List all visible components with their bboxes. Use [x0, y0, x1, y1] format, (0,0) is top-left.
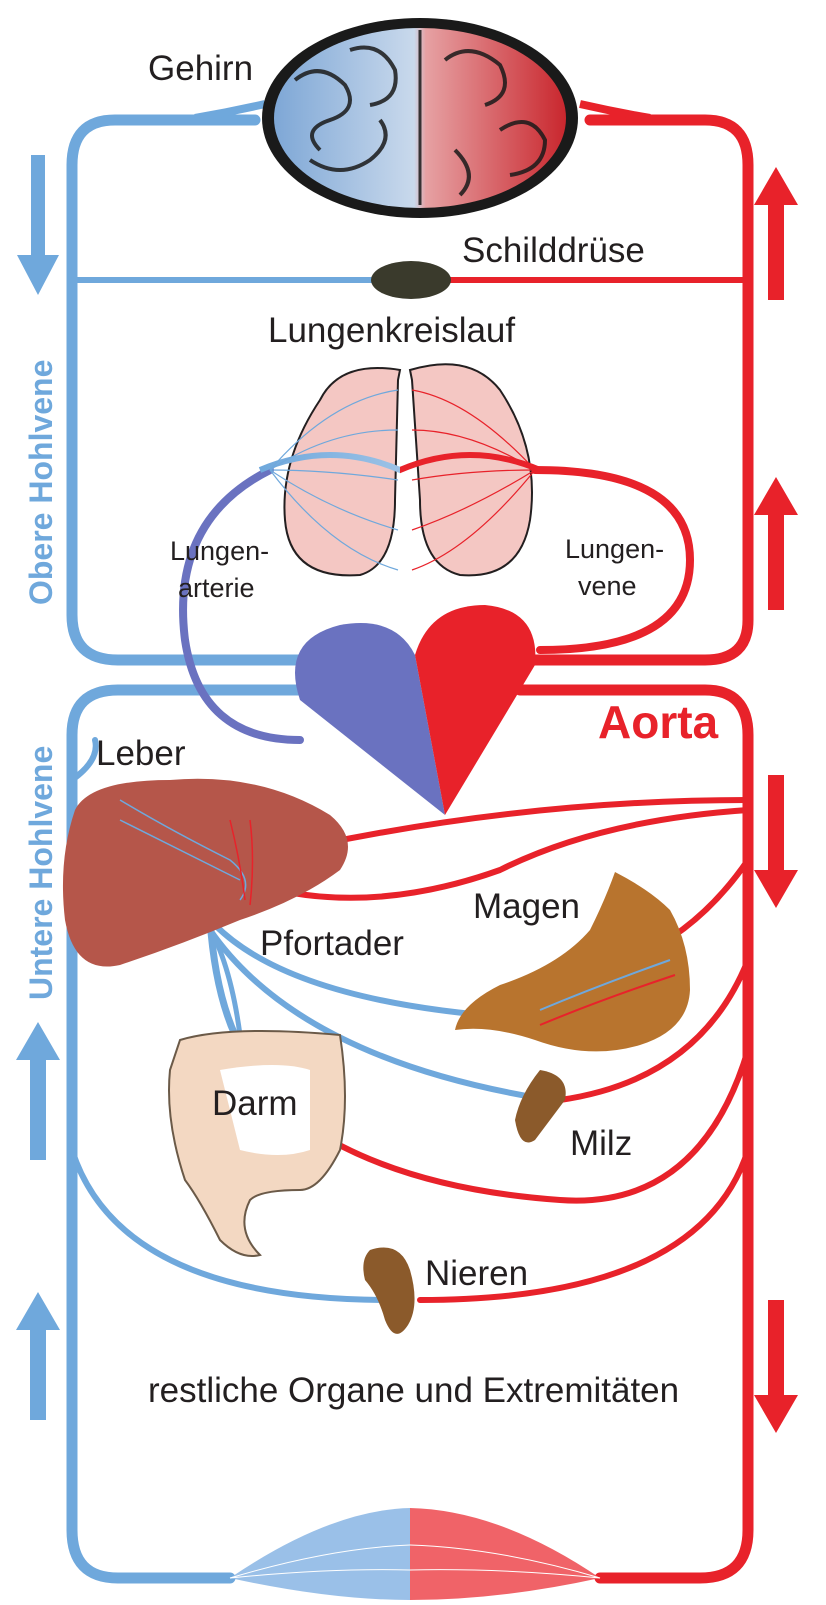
heart-icon — [295, 605, 535, 815]
label-thyroid: Schilddrüse — [462, 231, 645, 270]
label-remaining-organs: restliche Organe und Extremitäten — [148, 1371, 679, 1410]
label-superior-vena-cava: Obere Hohlvene — [23, 360, 59, 605]
up-arrow-icon — [16, 1292, 60, 1420]
up-arrow-icon — [16, 1022, 60, 1160]
peripheral-capillary-bed — [230, 1508, 600, 1600]
label-brain: Gehirn — [148, 49, 253, 88]
label-pulmonary-circuit: Lungenkreislauf — [268, 311, 515, 350]
label-portal-vein: Pfortader — [260, 924, 404, 963]
kidney-icon — [363, 1248, 414, 1334]
label-spleen: Milz — [570, 1124, 632, 1163]
label-stomach: Magen — [473, 887, 580, 926]
label-pulmonary-vein-2: vene — [578, 571, 637, 601]
label-pulmonary-vein-1: Lungen- — [565, 534, 664, 564]
label-intestine: Darm — [212, 1084, 298, 1123]
up-arrow-icon — [754, 477, 798, 610]
intestine-icon — [169, 1031, 345, 1256]
label-pulmonary-artery-1: Lungen- — [170, 536, 269, 566]
label-pulmonary-artery-2: arterie — [178, 573, 255, 603]
lungs-icon — [260, 364, 540, 575]
up-arrow-icon — [754, 167, 798, 300]
brain-icon — [195, 18, 650, 218]
spleen-icon — [515, 1070, 566, 1143]
label-inferior-vena-cava: Untere Hohlvene — [23, 746, 59, 1000]
label-kidneys: Nieren — [425, 1254, 528, 1293]
thyroid-icon — [371, 261, 451, 299]
label-liver: Leber — [96, 734, 186, 773]
down-arrow-icon — [754, 775, 798, 908]
down-arrow-icon — [17, 155, 59, 295]
label-aorta: Aorta — [598, 696, 719, 748]
down-arrow-icon — [754, 1300, 798, 1433]
pulmonary-artery-vessel — [183, 470, 300, 740]
